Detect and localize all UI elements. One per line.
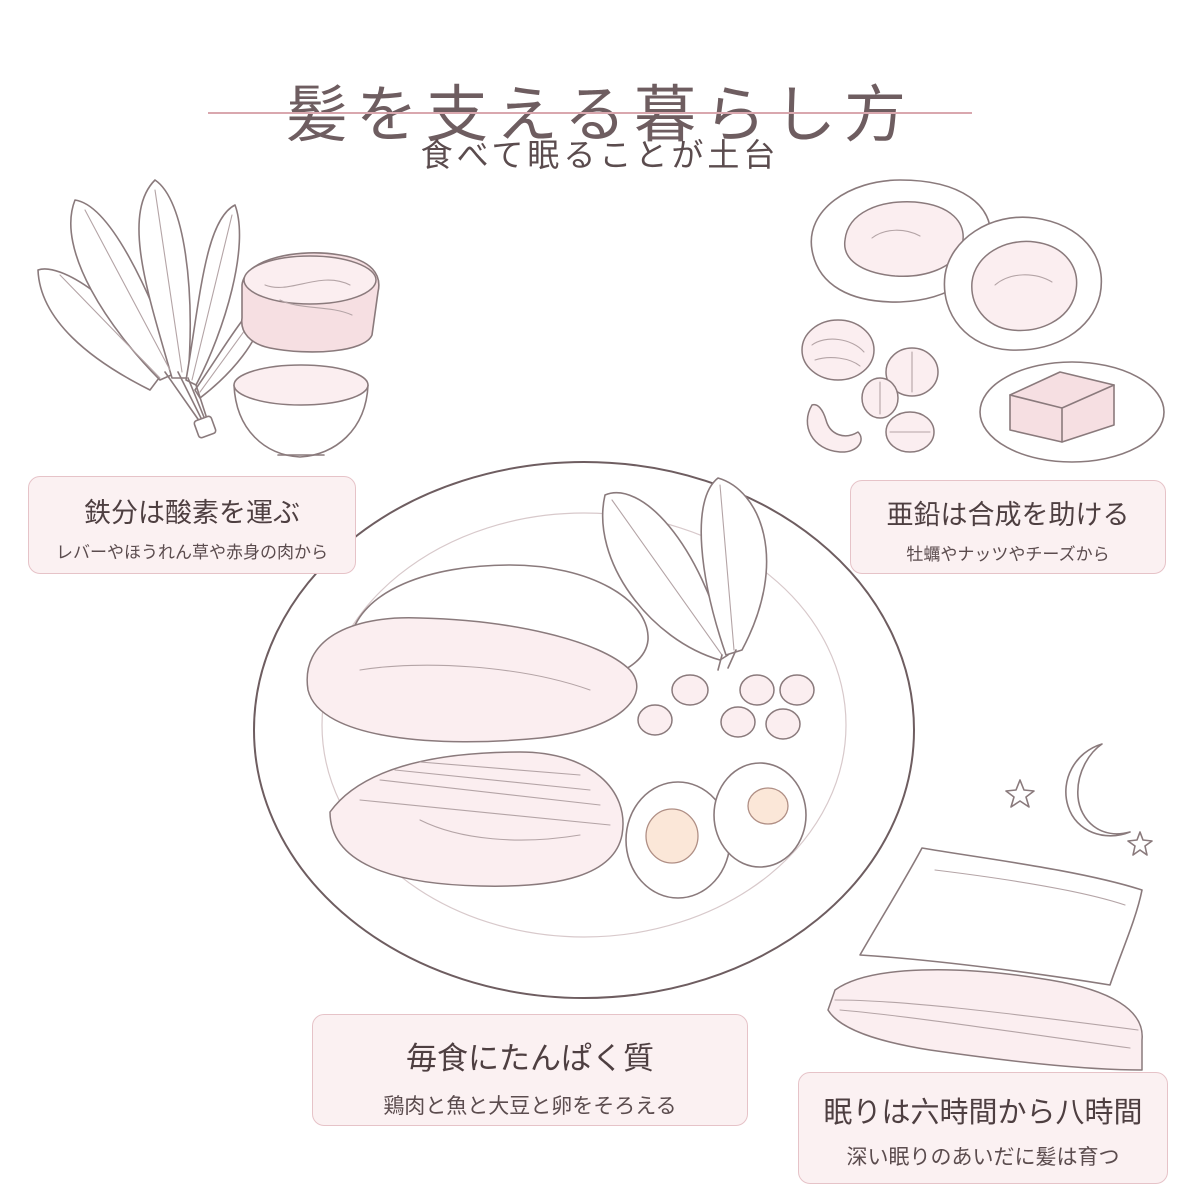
- iron-card-detail: レバーやほうれん草や赤身の肉から: [56, 543, 328, 563]
- almond-icon: [861, 347, 939, 453]
- zinc-info-card: 亜鉛は合成を助ける 牡蠣やナッツやチーズから: [850, 480, 1166, 574]
- beef-icon: [241, 252, 380, 353]
- cashew-icon: [806, 403, 862, 453]
- star-icon: [1005, 779, 1035, 808]
- sleep-card-heading: 眠りは六時間から八時間: [823, 1095, 1143, 1129]
- title-divider: [208, 112, 972, 114]
- page-subtitle: 食べて眠ることが土台: [420, 136, 780, 174]
- spinach-icon: [37, 179, 266, 439]
- sleep-card-detail: 深い眠りのあいだに髪は育つ: [846, 1145, 1120, 1169]
- cheese-icon: [979, 361, 1165, 463]
- protein-card-heading: 毎食にたんぱく質: [406, 1041, 654, 1077]
- walnut-icon: [801, 319, 875, 381]
- boiled-egg-icon: [625, 762, 807, 899]
- soybean-icon: [637, 674, 815, 740]
- protein-info-card: 毎食にたんぱく質 鶏肉と魚と大豆と卵をそろえる: [312, 1014, 748, 1126]
- zinc-card-detail: 牡蠣やナッツやチーズから: [906, 545, 1110, 565]
- spinach-icon: [601, 477, 768, 671]
- iron-card-heading: 鉄分は酸素を運ぶ: [84, 498, 300, 529]
- oyster-icon: [943, 216, 1103, 351]
- folded-blanket-icon: [827, 969, 1143, 1071]
- broth-bowl-icon: [233, 364, 369, 458]
- star-icon: [1127, 831, 1153, 856]
- page-title: 髪を支える暮らし方: [285, 77, 915, 151]
- sleep-info-card: 眠りは六時間から八時間 深い眠りのあいだに髪は育つ: [798, 1072, 1168, 1184]
- salmon-icon: [329, 751, 624, 887]
- chicken-breast-icon: [306, 564, 649, 743]
- iron-info-card: 鉄分は酸素を運ぶ レバーやほうれん草や赤身の肉から: [28, 476, 356, 574]
- zinc-card-heading: 亜鉛は合成を助ける: [886, 500, 1130, 531]
- moon-icon: [1065, 743, 1131, 837]
- protein-card-detail: 鶏肉と魚と大豆と卵をそろえる: [383, 1094, 677, 1118]
- pillow-icon: [859, 847, 1143, 986]
